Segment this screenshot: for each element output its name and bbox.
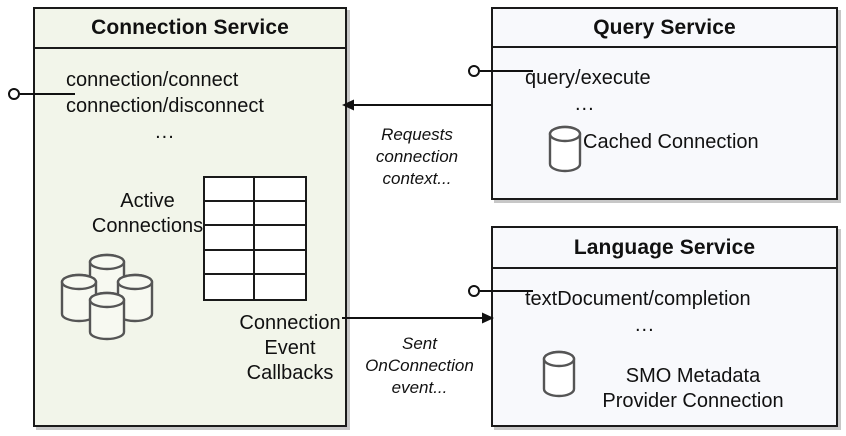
label-line-1: Requests <box>381 125 453 144</box>
table-cell <box>205 250 255 275</box>
table-cell <box>205 202 255 227</box>
label-line-1: Sent <box>402 334 437 353</box>
lollipop-stem-icon <box>20 93 75 95</box>
lollipop-circle-icon <box>468 65 480 77</box>
language-service-ellipsis: ... <box>635 314 655 336</box>
smo-label-line-1: SMO Metadata <box>625 365 761 387</box>
query-service-title: Query Service <box>493 9 836 48</box>
table-cell <box>205 178 255 203</box>
table-cell <box>255 178 305 203</box>
connection-service-ellipsis: ... <box>155 121 175 143</box>
database-cylinder-icon <box>548 125 582 173</box>
operation-query-execute: query/execute <box>525 67 651 89</box>
operation-textdocument-completion: textDocument/completion <box>525 288 751 310</box>
language-service-title: Language Service <box>493 228 836 269</box>
active-connections-line-2: Connections <box>91 215 204 237</box>
lollipop-stem-icon <box>480 290 533 292</box>
lollipop-circle-icon <box>468 285 480 297</box>
active-connections-label: Active Connections <box>75 189 220 239</box>
connection-event-callbacks-table <box>203 176 307 301</box>
table-cell <box>255 251 305 275</box>
label-line-3: event... <box>391 378 448 397</box>
connector-query-to-connection <box>342 99 492 111</box>
cached-connection-label: Cached Connection <box>583 131 759 153</box>
connector-label-sent-onconnection-event: Sent OnConnection event... <box>352 333 487 399</box>
table-cell <box>205 226 255 251</box>
query-service-component[interactable]: Query Service query/execute ... Cached C… <box>491 7 838 200</box>
language-service-body: textDocument/completion ... SMO Metadata… <box>493 269 836 425</box>
table-cell <box>255 275 305 299</box>
operation-connection-disconnect: connection/disconnect <box>66 95 264 117</box>
lollipop-circle-icon <box>8 88 20 100</box>
label-line-3: context... <box>382 169 452 188</box>
callbacks-label-line-1: Connection <box>239 312 341 334</box>
query-service-ellipsis: ... <box>575 93 595 115</box>
connection-event-callbacks-label: Connection Event Callbacks <box>221 311 359 386</box>
table-cell <box>255 226 305 251</box>
table-cell <box>255 202 305 227</box>
label-line-2: connection <box>375 147 459 166</box>
connection-service-operations: connection/connect connection/disconnect… <box>66 67 264 145</box>
connector-connection-to-language <box>342 312 494 324</box>
query-service-body: query/execute ... Cached Connection <box>493 48 836 198</box>
lollipop-stem-icon <box>480 70 533 72</box>
smo-label-line-2: Provider Connection <box>602 390 784 412</box>
database-cluster-icon <box>60 253 154 341</box>
database-cylinder-icon <box>542 350 576 398</box>
language-service-operations: textDocument/completion ... <box>525 286 751 338</box>
label-line-2: OnConnection <box>365 356 474 375</box>
table-cell <box>205 274 255 299</box>
connector-label-requests-connection-context: Requests connection context... <box>352 124 482 190</box>
smo-metadata-provider-label: SMO Metadata Provider Connection <box>578 364 808 414</box>
query-service-operations: query/execute ... <box>525 65 651 117</box>
callbacks-label-line-2: Event <box>264 337 316 359</box>
connection-service-body: connection/connect connection/disconnect… <box>35 49 345 425</box>
connection-service-title: Connection Service <box>35 9 345 49</box>
callbacks-label-line-3: Callbacks <box>246 362 334 384</box>
active-connections-line-1: Active <box>120 190 175 212</box>
operation-connection-connect: connection/connect <box>66 69 239 91</box>
